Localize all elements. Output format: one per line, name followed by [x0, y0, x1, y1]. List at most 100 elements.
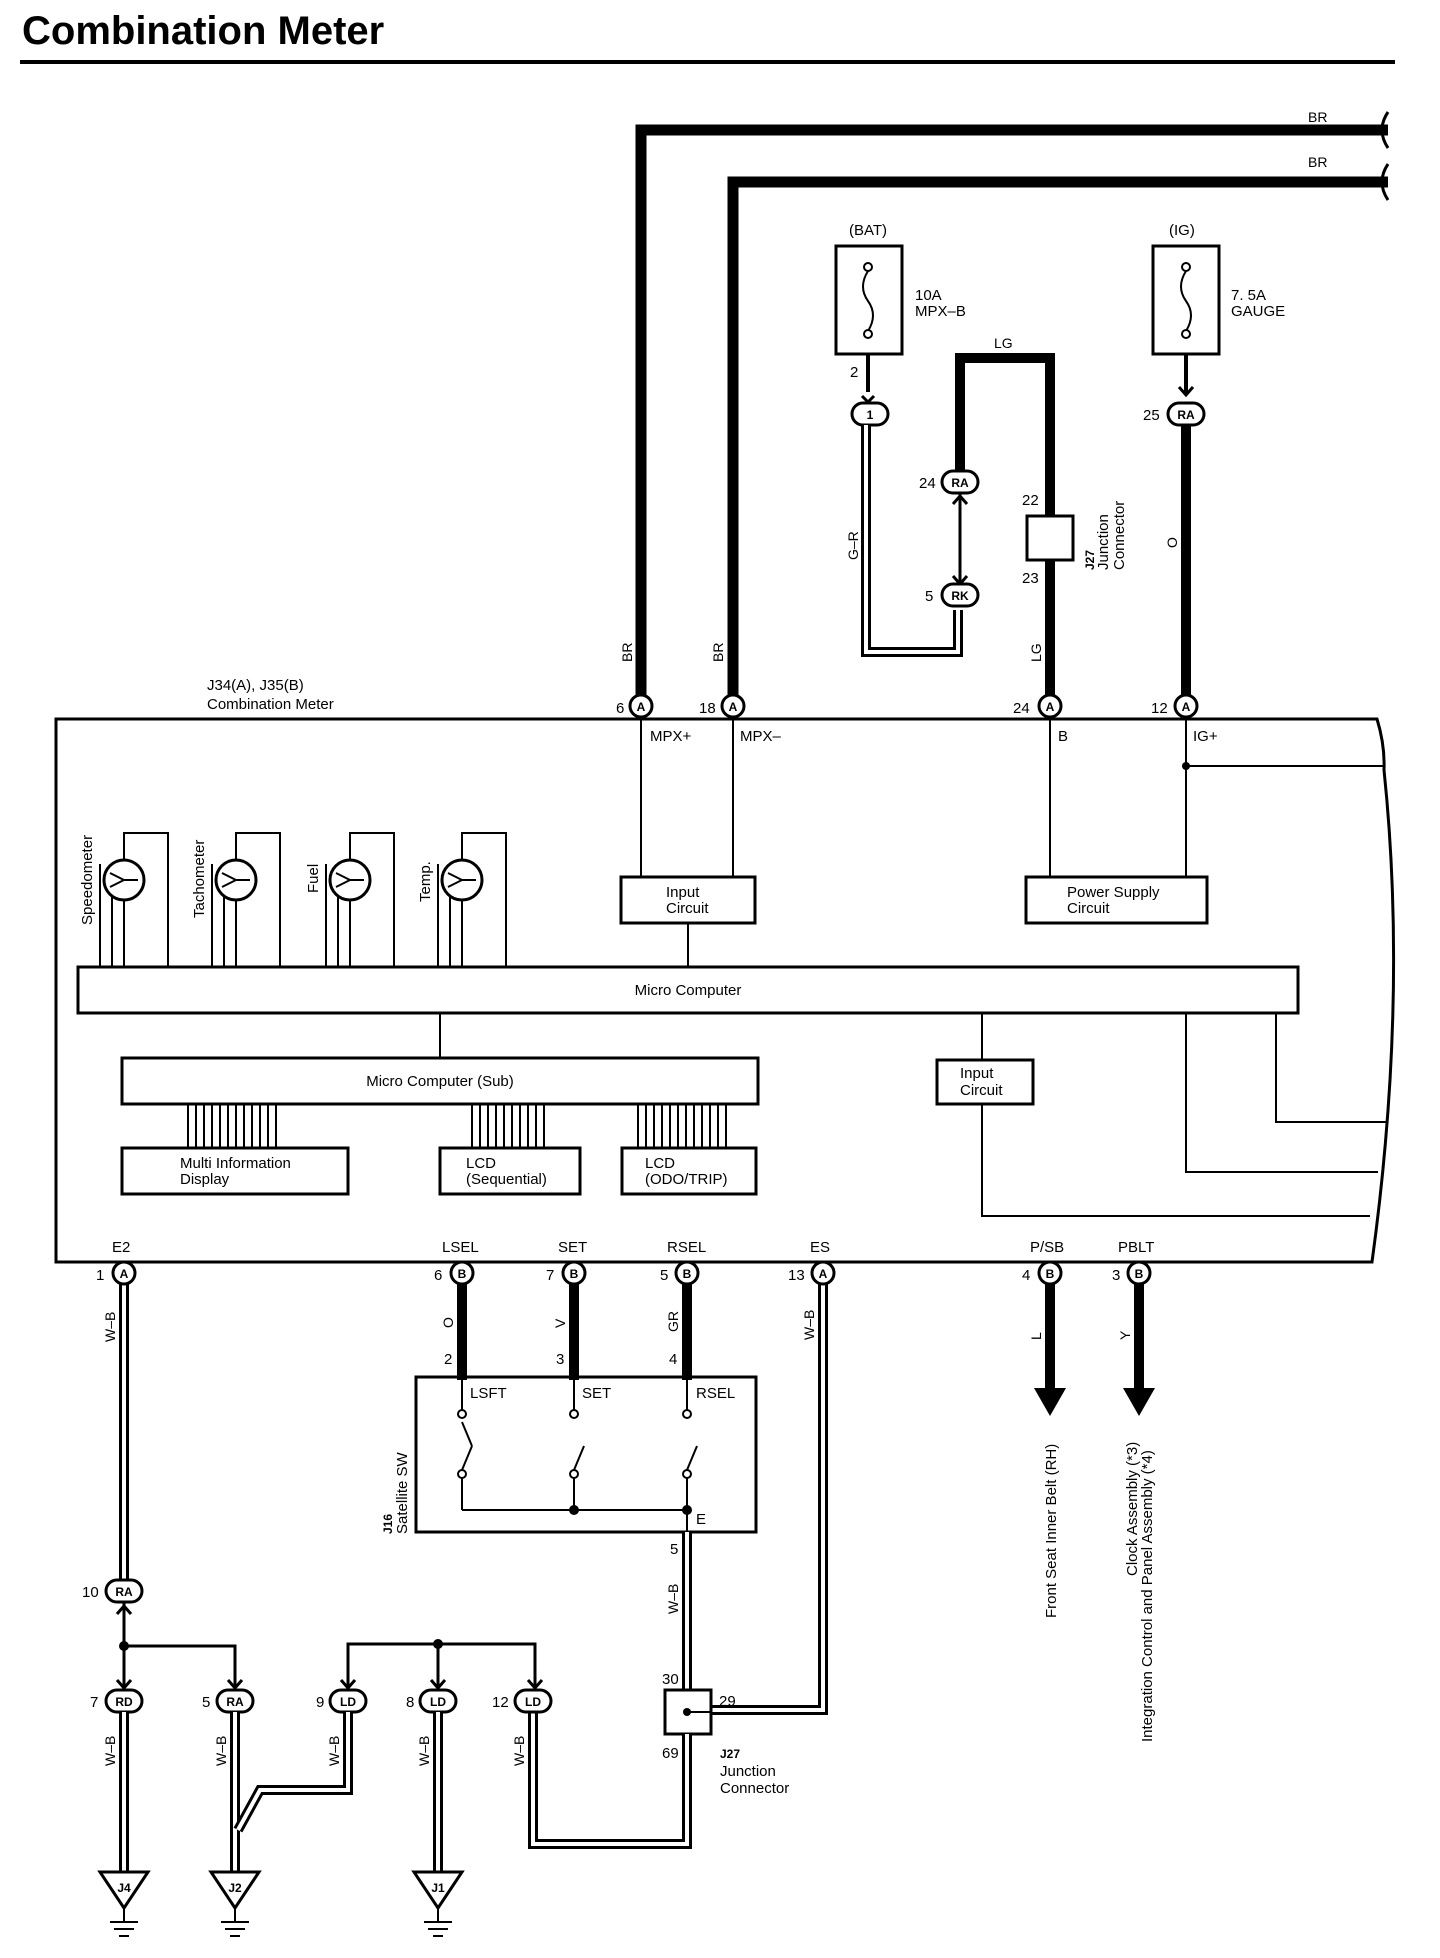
- ld-branch: [346, 1642, 537, 1686]
- combination-meter-box: [54, 717, 1396, 1264]
- svg-text:Multi Information: Multi Information: [180, 1155, 291, 1172]
- svg-text:(BAT): (BAT): [849, 222, 887, 239]
- rd7-arrow: [115, 1679, 133, 1691]
- connector-ra-10: RA 10: [82, 1578, 144, 1604]
- svg-text:(IG): (IG): [1169, 222, 1195, 239]
- gauge-temp: Temp.: [417, 832, 507, 968]
- svg-text:7: 7: [90, 1694, 98, 1711]
- svg-text:5: 5: [925, 588, 933, 605]
- wb-label-e2: W–B: [102, 1312, 118, 1342]
- junction-j27-bottom: 30 29 69 J27 Junction Connector: [662, 1671, 789, 1797]
- bus-lcd-odo: [637, 1104, 727, 1148]
- term-lsel: LSEL: [442, 1239, 479, 1256]
- page-title: Combination Meter: [22, 9, 384, 53]
- l-label: L: [1028, 1332, 1044, 1340]
- svg-text:25: 25: [1143, 407, 1160, 424]
- svg-text:J4: J4: [117, 1881, 131, 1895]
- fuse-gauge: (IG) 7. 5A GAUGE: [1151, 222, 1285, 356]
- svg-text:1: 1: [867, 408, 874, 422]
- svg-text:RSEL: RSEL: [696, 1385, 735, 1402]
- svg-text:24: 24: [1013, 700, 1030, 717]
- svg-text:3: 3: [1112, 1267, 1120, 1284]
- connector-ld-8: LD 8: [406, 1688, 458, 1714]
- svg-text:Fuel: Fuel: [305, 864, 322, 893]
- svg-text:RA: RA: [226, 1695, 244, 1709]
- integration-control-label: Integration Control and Panel Assembly (…: [1139, 1450, 1156, 1742]
- ra10-arrow: [115, 1603, 133, 1615]
- connector-1-arrow: [860, 394, 876, 405]
- connector-ld-12: LD 12: [492, 1688, 553, 1714]
- wb-wire-ld9-to-j2: [233, 1712, 353, 1833]
- sw-pin-5: 5: [670, 1541, 678, 1558]
- v-label-set: V: [552, 1318, 568, 1328]
- meter-pin-12-a: A 12: [1151, 693, 1199, 719]
- ld8-arrow: [429, 1679, 447, 1691]
- clock-assembly-label: Clock Assembly (*3): [1124, 1442, 1141, 1576]
- svg-text:Circuit: Circuit: [666, 900, 709, 917]
- svg-text:6: 6: [616, 700, 624, 717]
- br-label-left: BR: [619, 643, 635, 662]
- line-input-right-to-edge: [981, 1104, 1370, 1217]
- meter-pin-6-a: A 6: [616, 693, 654, 719]
- svg-text:A: A: [1046, 700, 1055, 714]
- term-mpx-plus: MPX+: [650, 728, 692, 745]
- ld9-arrow: [339, 1679, 357, 1691]
- micro-computer-sub: Micro Computer (Sub): [120, 1056, 760, 1106]
- meter-pin-18-a: A 18: [699, 693, 746, 719]
- svg-text:10A: 10A: [915, 287, 942, 304]
- svg-text:Display: Display: [180, 1171, 230, 1188]
- svg-text:Junction: Junction: [1095, 514, 1112, 570]
- ground-j2: J2: [208, 1870, 262, 1937]
- gr-label-rsel: GR: [665, 1311, 681, 1332]
- svg-text:LCD: LCD: [645, 1155, 675, 1172]
- term-mpx-minus: MPX–: [740, 728, 782, 745]
- wb-wire-es: [711, 1284, 828, 1715]
- sw-pin-3: 3: [556, 1351, 564, 1368]
- svg-text:A: A: [120, 1267, 129, 1281]
- svg-text:Temp.: Temp.: [417, 861, 434, 902]
- svg-text:BR: BR: [1308, 109, 1327, 125]
- bus-mid: [187, 1104, 277, 1148]
- line-mc-right-2: [1275, 1013, 1388, 1123]
- term-psb: P/SB: [1030, 1239, 1064, 1256]
- term-rsel: RSEL: [667, 1239, 706, 1256]
- svg-text:E: E: [696, 1511, 706, 1528]
- satellite-name: Satellite SW: [394, 1451, 411, 1534]
- svg-text:1: 1: [96, 1267, 104, 1284]
- svg-text:24: 24: [919, 475, 936, 492]
- gauge-tachometer: Tachometer: [191, 832, 281, 968]
- sw-pin-4: 4: [669, 1351, 677, 1368]
- svg-text:9: 9: [316, 1694, 324, 1711]
- ld12-arrow: [526, 1679, 544, 1691]
- wb-label-ld12: W–B: [511, 1736, 527, 1766]
- o-label-lsel: O: [440, 1317, 456, 1328]
- svg-text:Input: Input: [666, 884, 700, 901]
- wb-label-j4: W–B: [102, 1736, 118, 1766]
- meter-id: J34(A), J35(B): [207, 677, 304, 694]
- lg-label: LG: [1028, 643, 1044, 662]
- svg-text:7: 7: [546, 1267, 554, 1284]
- br-wire-mpx-minus: BR: [727, 154, 1390, 706]
- svg-text:A: A: [729, 700, 738, 714]
- svg-text:RD: RD: [115, 1695, 133, 1709]
- connector-ra-24: RA 24: [919, 469, 980, 495]
- connector-rd-7: RD 7: [90, 1688, 144, 1714]
- term-b: B: [1058, 728, 1068, 745]
- junction-j27-top: 22 23 J27 Junction Connector: [1022, 492, 1128, 587]
- wb-wire-j27-ld12: [528, 1712, 692, 1849]
- svg-text:Connector: Connector: [1111, 501, 1128, 570]
- svg-text:4: 4: [1022, 1267, 1030, 1284]
- svg-text:A: A: [819, 1267, 828, 1281]
- pin-2-top: 2: [850, 364, 858, 381]
- wb-label-ld9: W–B: [326, 1736, 342, 1766]
- svg-text:29: 29: [719, 1693, 736, 1710]
- svg-text:LD: LD: [430, 1695, 446, 1709]
- svg-text:J27: J27: [1083, 550, 1097, 570]
- meter-pin-1-a: A 1: [96, 1260, 137, 1286]
- y-label: Y: [1117, 1330, 1133, 1340]
- connector-rk-5: RK 5: [925, 582, 980, 608]
- meter-pin-5-b: B 5: [660, 1260, 700, 1286]
- svg-text:12: 12: [492, 1694, 509, 1711]
- svg-text:B: B: [683, 1267, 692, 1281]
